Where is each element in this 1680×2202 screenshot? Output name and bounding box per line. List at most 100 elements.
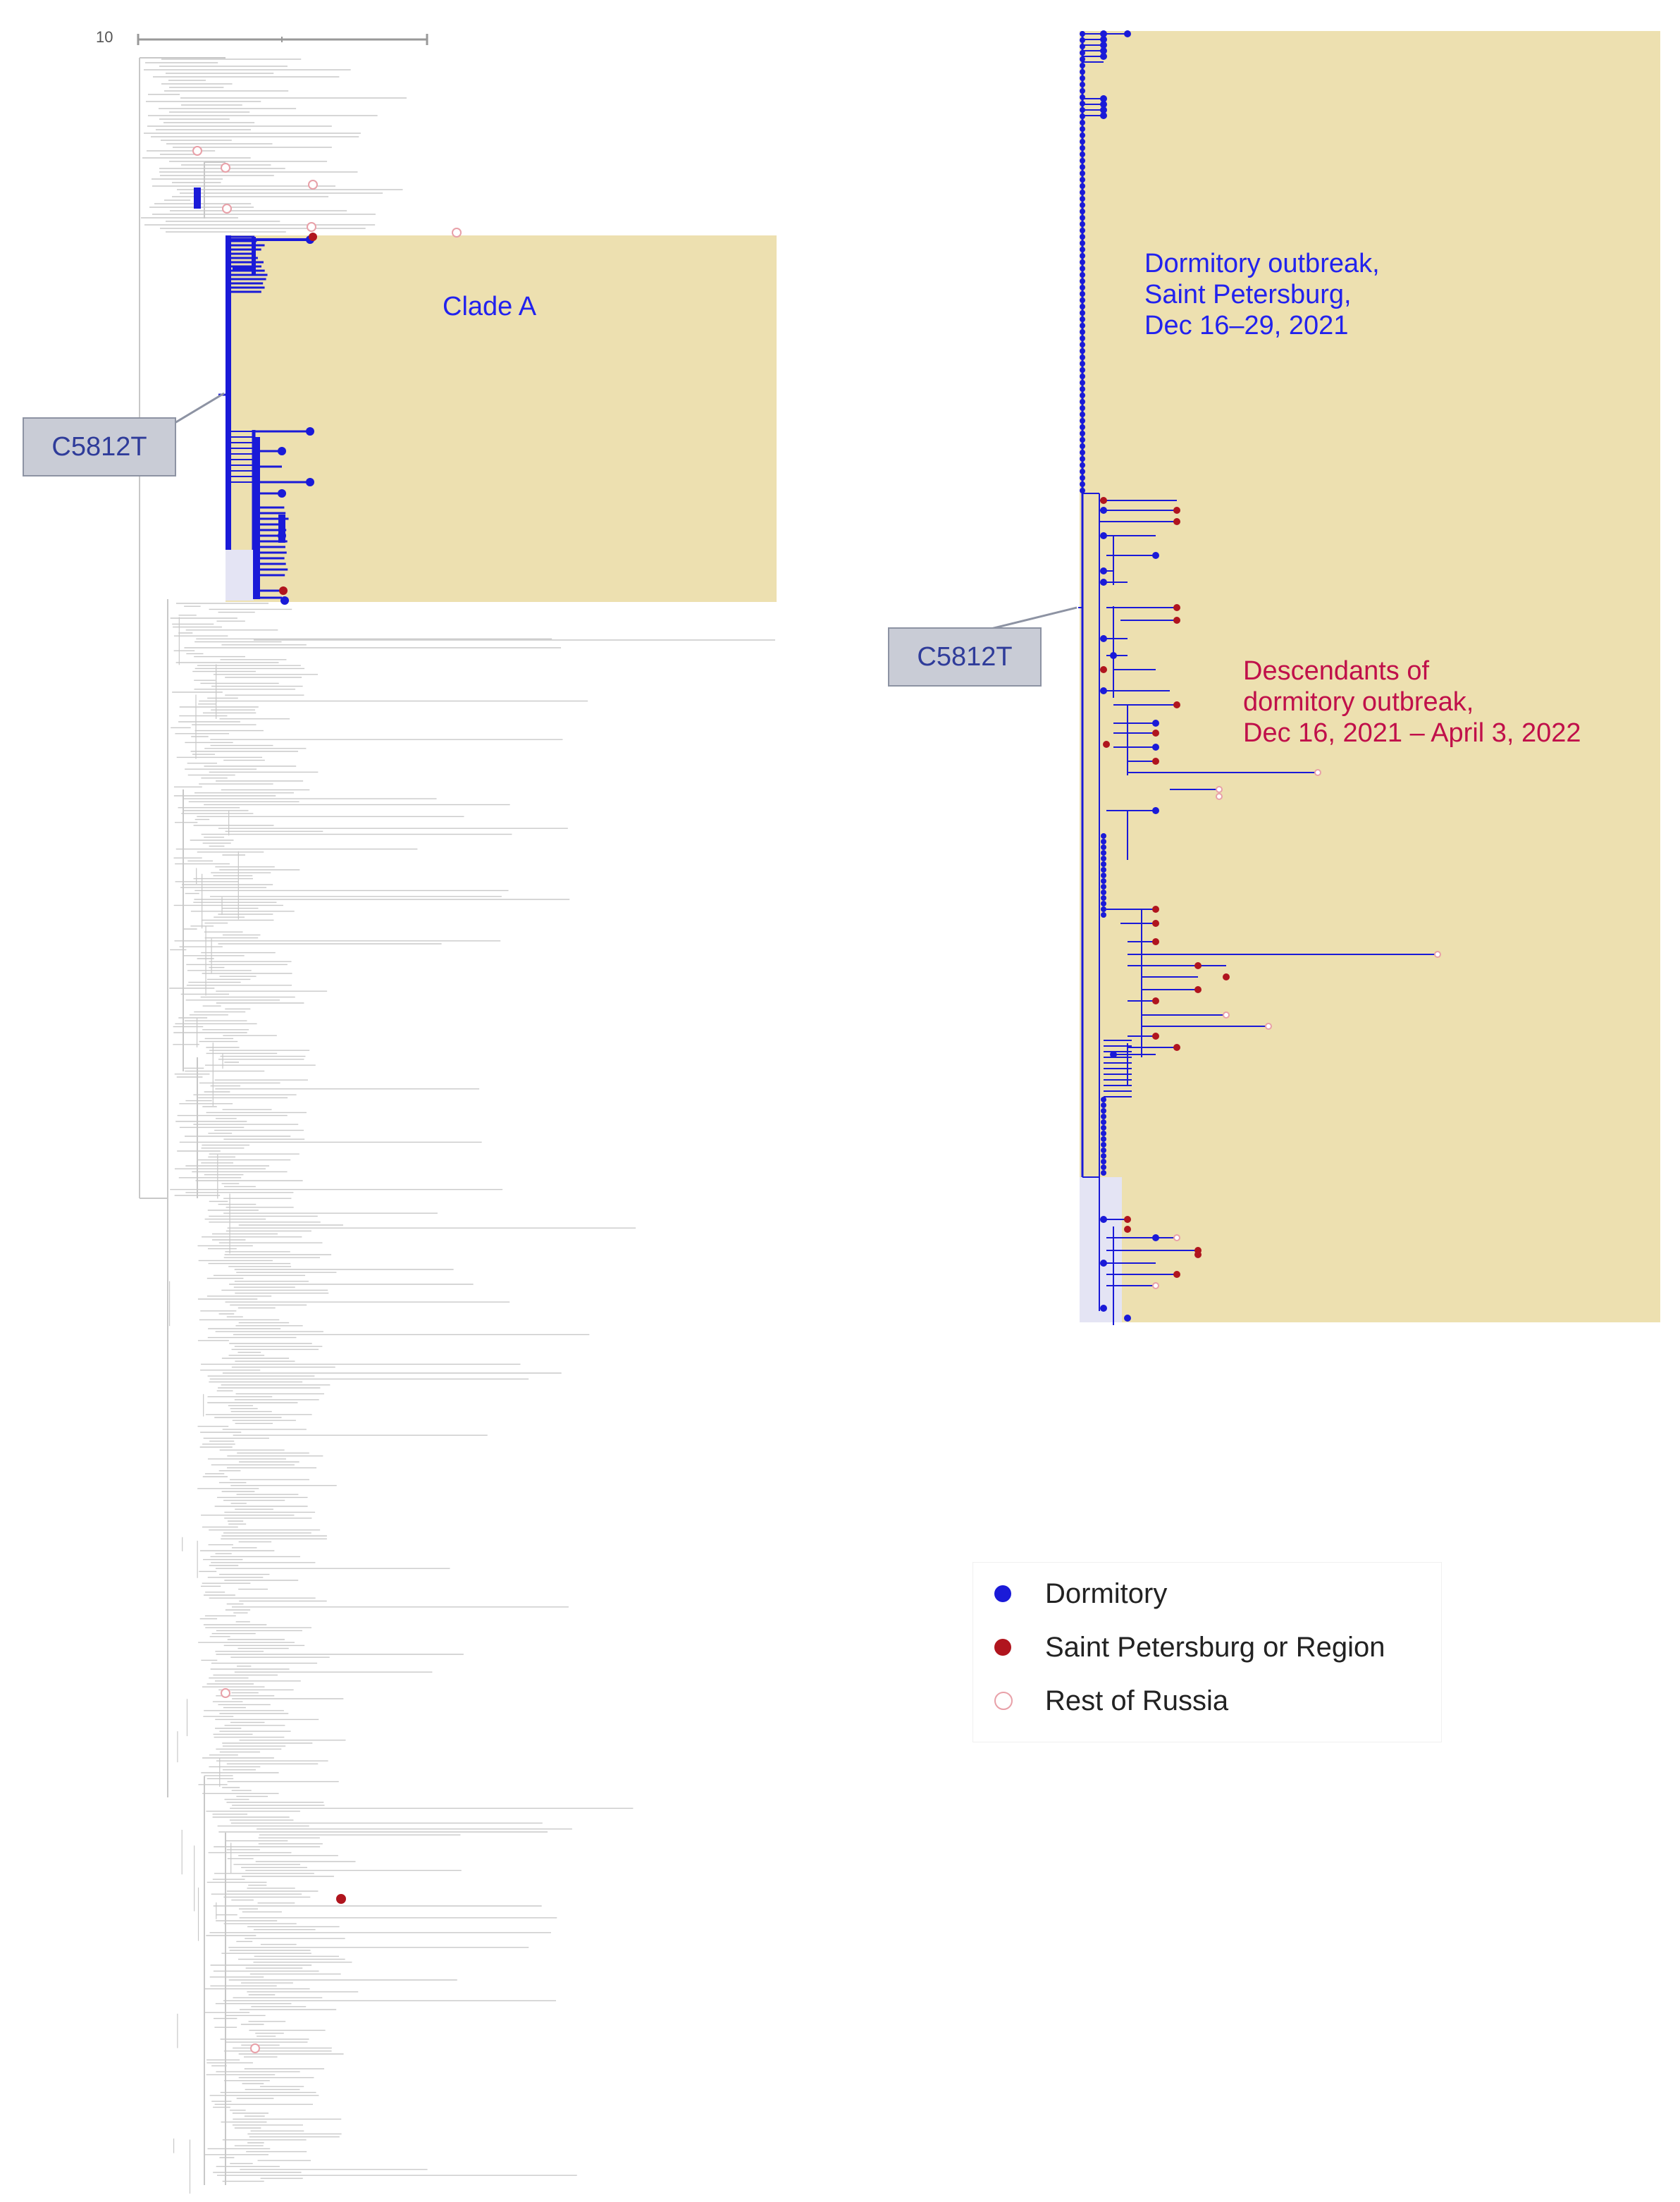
dormitory-tip bbox=[1100, 95, 1107, 102]
dormitory-tip bbox=[1080, 228, 1085, 233]
dormitory-tip bbox=[1101, 901, 1106, 906]
dormitory-tip bbox=[1101, 833, 1106, 839]
dormitory-tip bbox=[1080, 323, 1085, 328]
dormitory-tip bbox=[1101, 839, 1106, 844]
saint-petersburg-tip bbox=[1173, 518, 1180, 525]
dormitory-tip bbox=[1100, 687, 1107, 694]
dormitory-tip bbox=[1080, 475, 1085, 481]
dormitory-tip bbox=[1101, 1164, 1106, 1170]
legend-label-dormitory: Dormitory bbox=[1045, 1577, 1168, 1609]
dormitory-tip bbox=[1080, 456, 1085, 462]
scale-bar-label: 10 bbox=[96, 28, 113, 46]
legend-item-dormitory: Dormitory bbox=[973, 1573, 1441, 1615]
dormitory-tip bbox=[1080, 272, 1085, 278]
dormitory-tip bbox=[1080, 171, 1085, 176]
dormitory-tip bbox=[1080, 316, 1085, 322]
dormitory-tip bbox=[1152, 744, 1159, 751]
rest-of-russia-tip bbox=[250, 2043, 260, 2053]
legend-label-rest-of-russia: Rest of Russia bbox=[1045, 1685, 1229, 1716]
dormitory-tip bbox=[1101, 1131, 1106, 1136]
dormitory-tip bbox=[1080, 291, 1085, 297]
dormitory-tip bbox=[1080, 469, 1085, 474]
dormitory-tip bbox=[1080, 164, 1085, 170]
outbreak-label: Dormitory outbreak, Saint Petersburg, De… bbox=[1144, 248, 1380, 341]
dormitory-tip bbox=[1101, 1097, 1106, 1102]
dormitory-tip bbox=[1080, 424, 1085, 430]
dormitory-tip bbox=[1080, 247, 1085, 252]
dormitory-tip bbox=[1080, 69, 1085, 75]
saint-petersburg-tip bbox=[1100, 497, 1107, 504]
dormitory-tip bbox=[1080, 202, 1085, 208]
dormitory-tip bbox=[1080, 139, 1085, 144]
left-gray-tree bbox=[139, 57, 775, 2194]
dormitory-tip bbox=[1101, 1119, 1106, 1125]
dormitory-tip bbox=[1100, 1216, 1107, 1223]
dormitory-tip bbox=[1152, 552, 1159, 559]
dormitory-tip bbox=[1080, 240, 1085, 246]
dormitory-tip bbox=[1080, 374, 1085, 379]
dormitory-tip bbox=[1101, 1102, 1106, 1108]
dormitory-tip bbox=[1100, 42, 1107, 49]
saint-petersburg-tip bbox=[1173, 604, 1180, 611]
dormitory-tip bbox=[1101, 1142, 1106, 1148]
dormitory-tip bbox=[1100, 532, 1107, 539]
dormitory-tip bbox=[1101, 856, 1106, 861]
left-mutation-callout: C5812T bbox=[23, 417, 176, 476]
saint-petersburg-tip bbox=[1152, 938, 1159, 945]
dormitory-tip bbox=[1101, 1114, 1106, 1119]
descendants-label: Descendants of dormitory outbreak, Dec 1… bbox=[1243, 656, 1581, 749]
clade-a-subhighlight bbox=[226, 550, 254, 601]
rest-of-russia-tip bbox=[1173, 1234, 1180, 1241]
dormitory-tip bbox=[1101, 861, 1106, 867]
red-dot-icon bbox=[994, 1639, 1011, 1656]
clade-a-label: Clade A bbox=[443, 292, 537, 321]
descendants-label-line-3: Dec 16, 2021 – April 3, 2022 bbox=[1243, 718, 1581, 748]
saint-petersburg-tip bbox=[279, 586, 288, 595]
dormitory-tip bbox=[1101, 878, 1106, 884]
dormitory-tip bbox=[1080, 437, 1085, 443]
dormitory-tip bbox=[1080, 120, 1085, 125]
dormitory-tip bbox=[1080, 278, 1085, 284]
dormitory-tip bbox=[1080, 190, 1085, 195]
saint-petersburg-tip bbox=[1223, 973, 1230, 980]
legend-item-rest-of-russia: Rest of Russia bbox=[973, 1680, 1441, 1722]
dormitory-tip bbox=[1100, 635, 1107, 642]
dormitory-tip bbox=[1100, 567, 1107, 574]
dormitory-tip bbox=[1080, 405, 1085, 411]
dormitory-tip bbox=[1080, 133, 1085, 138]
saint-petersburg-tip bbox=[1152, 730, 1159, 737]
rest-of-russia-tip bbox=[1434, 951, 1441, 958]
dormitory-tip bbox=[1100, 47, 1107, 54]
outbreak-highlight bbox=[1080, 31, 1660, 1322]
dormitory-tip bbox=[1080, 348, 1085, 354]
dormitory-tip bbox=[278, 489, 286, 498]
dormitory-tip bbox=[1080, 158, 1085, 164]
outbreak-label-line-3: Dec 16–29, 2021 bbox=[1144, 311, 1349, 340]
dormitory-tip bbox=[1101, 1159, 1106, 1164]
dormitory-tip bbox=[306, 427, 314, 436]
dormitory-tip bbox=[1080, 82, 1085, 87]
dormitory-tip bbox=[1100, 30, 1107, 37]
left-clade-tree bbox=[194, 161, 310, 599]
dormitory-tip bbox=[1080, 259, 1085, 265]
dormitory-tip bbox=[1080, 215, 1085, 221]
dormitory-tip bbox=[1101, 890, 1106, 895]
dormitory-tip bbox=[1080, 285, 1085, 290]
dormitory-tip bbox=[1100, 579, 1107, 586]
dormitory-tip bbox=[1080, 75, 1085, 81]
rest-of-russia-tip bbox=[1265, 1023, 1272, 1030]
saint-petersburg-tip bbox=[336, 1894, 346, 1904]
saint-petersburg-tip bbox=[1173, 701, 1180, 708]
dormitory-tip bbox=[1080, 393, 1085, 398]
dormitory-tip bbox=[278, 447, 286, 455]
rest-of-russia-tip bbox=[222, 204, 232, 214]
dormitory-tip bbox=[1101, 844, 1106, 850]
dormitory-tip bbox=[1080, 221, 1085, 227]
dormitory-tip bbox=[1080, 177, 1085, 183]
rest-of-russia-tip bbox=[1216, 786, 1223, 793]
dormitory-tip bbox=[1080, 462, 1085, 468]
dormitory-tip bbox=[1080, 209, 1085, 214]
clade-a-highlight bbox=[226, 235, 777, 602]
dormitory-tip bbox=[1080, 488, 1085, 493]
dormitory-tip bbox=[1101, 1153, 1106, 1159]
